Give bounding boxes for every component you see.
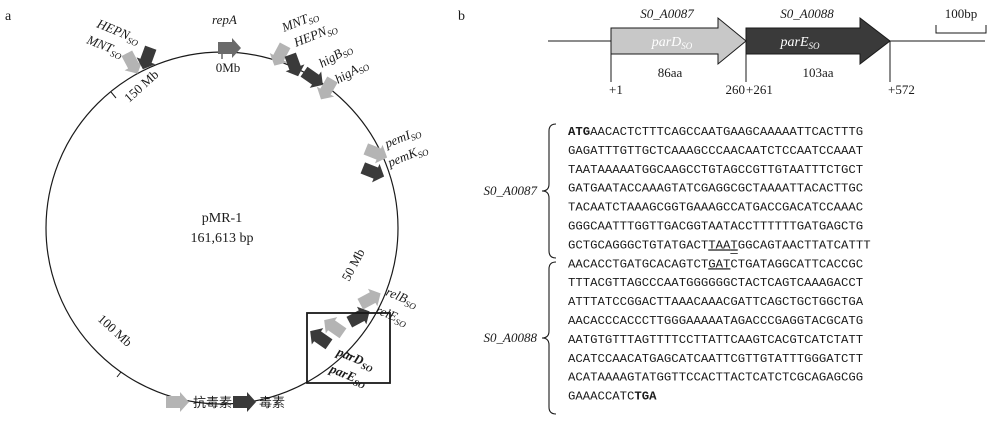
scale-bar bbox=[935, 25, 987, 34]
length-label-1: 86aa bbox=[658, 65, 683, 80]
sequence-segment: GAT bbox=[708, 257, 730, 271]
pard-arrow-label: parDSO bbox=[651, 35, 693, 51]
sequence-line: ACATCCAACATGAGCATCAATTCGTTGTATTTGGGATCTT bbox=[568, 352, 863, 366]
coord-start2: +261 bbox=[746, 82, 773, 97]
position-50mb: 50 Mb bbox=[338, 246, 367, 283]
sequence-segment: GATGAATACCAAAGTATCGAGGCGCTAAAATTACACTTGC bbox=[568, 182, 863, 196]
sequence-segment: ACATCCAACATGAGCATCAATTCGTTGTATTTGGGATCTT bbox=[568, 352, 863, 366]
sequence-line: ATGAACACTCTTTCAGCCAATGAAGCAAAAATTCACTTTG bbox=[568, 125, 863, 139]
pard-gene-arrow bbox=[610, 16, 747, 66]
legend-toxin-arrow bbox=[233, 392, 256, 412]
pare-arrow-label: parESO bbox=[780, 35, 821, 51]
tick-50mb bbox=[346, 351, 353, 358]
sequence-line: AACACCTGATGCACAGTCTGATCTGATAGGCATTCACCGC bbox=[568, 257, 863, 271]
locus-label-2: S0_A0088 bbox=[780, 6, 834, 21]
sequence-segment: GCTGCAGGGCTGTATGACT bbox=[568, 238, 708, 252]
sequence-segment: GGGCAATTTGGTTGACGGTAATACCTTTTTTGATGAGCTG bbox=[568, 220, 863, 234]
pard-pare-highlight-box bbox=[306, 312, 391, 384]
position-0mb: 0Mb bbox=[216, 60, 241, 75]
sequence-segment: AATGTGTTTAGTTTTCCTTATTCAAGTCACGTCATCTATT bbox=[568, 333, 863, 347]
sequence-line: TACAATCTAAAGCGGTGAAAGCCATGACCGACATCCAAAC bbox=[568, 201, 863, 215]
sequence-line: GAGATTTGTTGCTCAAAGCCCAACAATCTCCAATCCAAAT bbox=[568, 144, 863, 158]
sequence-line: TAATAAAAATGGCAAGCCTGTAGCCGTTGTAATTTCTGCT bbox=[568, 163, 863, 177]
plasmid-name: pMR-1 bbox=[202, 211, 242, 226]
brace-gene-1 bbox=[541, 123, 557, 259]
rele-arrow bbox=[344, 302, 375, 331]
sequence-segment: TGA bbox=[634, 390, 657, 404]
sequence-segment: T bbox=[730, 238, 737, 252]
legend-antitoxin-label: 抗毒素 bbox=[193, 395, 232, 410]
sequence-segment: GGCAGTAACTTATCATTT bbox=[738, 238, 871, 252]
pare-gene-arrow bbox=[745, 16, 891, 66]
sequence-line: AACACCCACCCTTGGGAAAAATAGACCCGAGGTACGCATG bbox=[568, 314, 863, 328]
legend-toxin-label: 毒素 bbox=[259, 395, 285, 410]
tick-100mb bbox=[116, 371, 122, 378]
sequence-segment: TTTACGTTAGCCCAATGGGGGGCTACTCAGTCAAAGACCT bbox=[568, 276, 863, 290]
pemk-arrow bbox=[359, 158, 388, 186]
position-100mb: 100 Mb bbox=[95, 311, 135, 349]
sequence-segment: GAAACCATC bbox=[568, 390, 634, 404]
sequence-segment: TAATAAAAATGGCAAGCCTGTAGCCGTTGTAATTTCTGCT bbox=[568, 163, 863, 177]
legend-antitoxin-arrow bbox=[166, 392, 189, 412]
sequence-segment: ACATAAAAGTATGGTTCCACTTACTCATCTCGCAGAGCGG bbox=[568, 371, 863, 385]
plasmid-size: 161,613 bp bbox=[191, 231, 254, 246]
gene-label-repa: repA bbox=[212, 12, 237, 27]
sequence-segment: AACACCCACCCTTGGGAAAAATAGACCCGAGGTACGCATG bbox=[568, 314, 863, 328]
sequence-line: ATTTATCCGGACTTAAACAAACGATTCAGCTGCTGGCTGA bbox=[568, 295, 864, 309]
coord-end1: 260 bbox=[726, 82, 746, 97]
sequence-line: AATGTGTTTAGTTTTCCTTATTCAAGTCACGTCATCTATT bbox=[568, 333, 863, 347]
scale-bar-label: 100bp bbox=[945, 6, 978, 21]
sequence-line: GATGAATACCAAAGTATCGAGGCGCTAAAATTACACTTGC bbox=[568, 182, 863, 196]
length-label-2: 103aa bbox=[802, 65, 833, 80]
sequence-segment: TACAATCTAAAGCGGTGAAAGCCATGACCGACATCCAAAC bbox=[568, 201, 863, 215]
coord-end2: +572 bbox=[888, 82, 915, 97]
sequence-segment: CTGATAGGCATTCACCGC bbox=[730, 257, 863, 271]
sequence-line: ACATAAAAGTATGGTTCCACTTACTCATCTCGCAGAGCGG bbox=[568, 371, 863, 385]
seq-brace-label-1: S0_A0087 bbox=[484, 183, 538, 198]
sequence-line: GCTGCAGGGCTGTATGACTTAATGGCAGTAACTTATCATT… bbox=[568, 238, 871, 252]
sequence-line: GAAACCATCTGA bbox=[568, 390, 657, 404]
sequence-segment: GAGATTTGTTGCTCAAAGCCCAACAATCTCCAATCCAAAT bbox=[568, 144, 863, 158]
sequence-segment: ATTTATCCGGACTTAAACAAACGATTCAGCTGCTGGCTGA bbox=[568, 295, 864, 309]
seq-brace-label-2: S0_A0088 bbox=[484, 330, 538, 345]
tick-150mb bbox=[110, 91, 117, 99]
position-150mb: 150 Mb bbox=[121, 67, 161, 105]
sequence-segment: AACACCTGATGCACAGTCT bbox=[568, 257, 708, 271]
sequence-line: GGGCAATTTGGTTGACGGTAATACCTTTTTTGATGAGCTG bbox=[568, 220, 863, 234]
sequence-segment: TAA bbox=[708, 238, 731, 252]
sequence-block: ATGAACACTCTTTCAGCCAATGAAGCAAAAATTCACTTTG… bbox=[568, 125, 871, 404]
brace-gene-2 bbox=[541, 261, 557, 415]
sequence-segment: ATG bbox=[568, 125, 590, 139]
panel-b-letter: b bbox=[458, 9, 465, 24]
sequence-segment: AACACTCTTTCAGCCAATGAAGCAAAAATTCACTTTG bbox=[590, 125, 863, 139]
panel-a-letter: a bbox=[5, 9, 12, 24]
coord-start: +1 bbox=[609, 82, 623, 97]
repa-arrow bbox=[218, 38, 241, 58]
locus-label-1: S0_A0087 bbox=[640, 6, 694, 21]
sequence-line: TTTACGTTAGCCCAATGGGGGGCTACTCAGTCAAAGACCT bbox=[568, 276, 863, 290]
